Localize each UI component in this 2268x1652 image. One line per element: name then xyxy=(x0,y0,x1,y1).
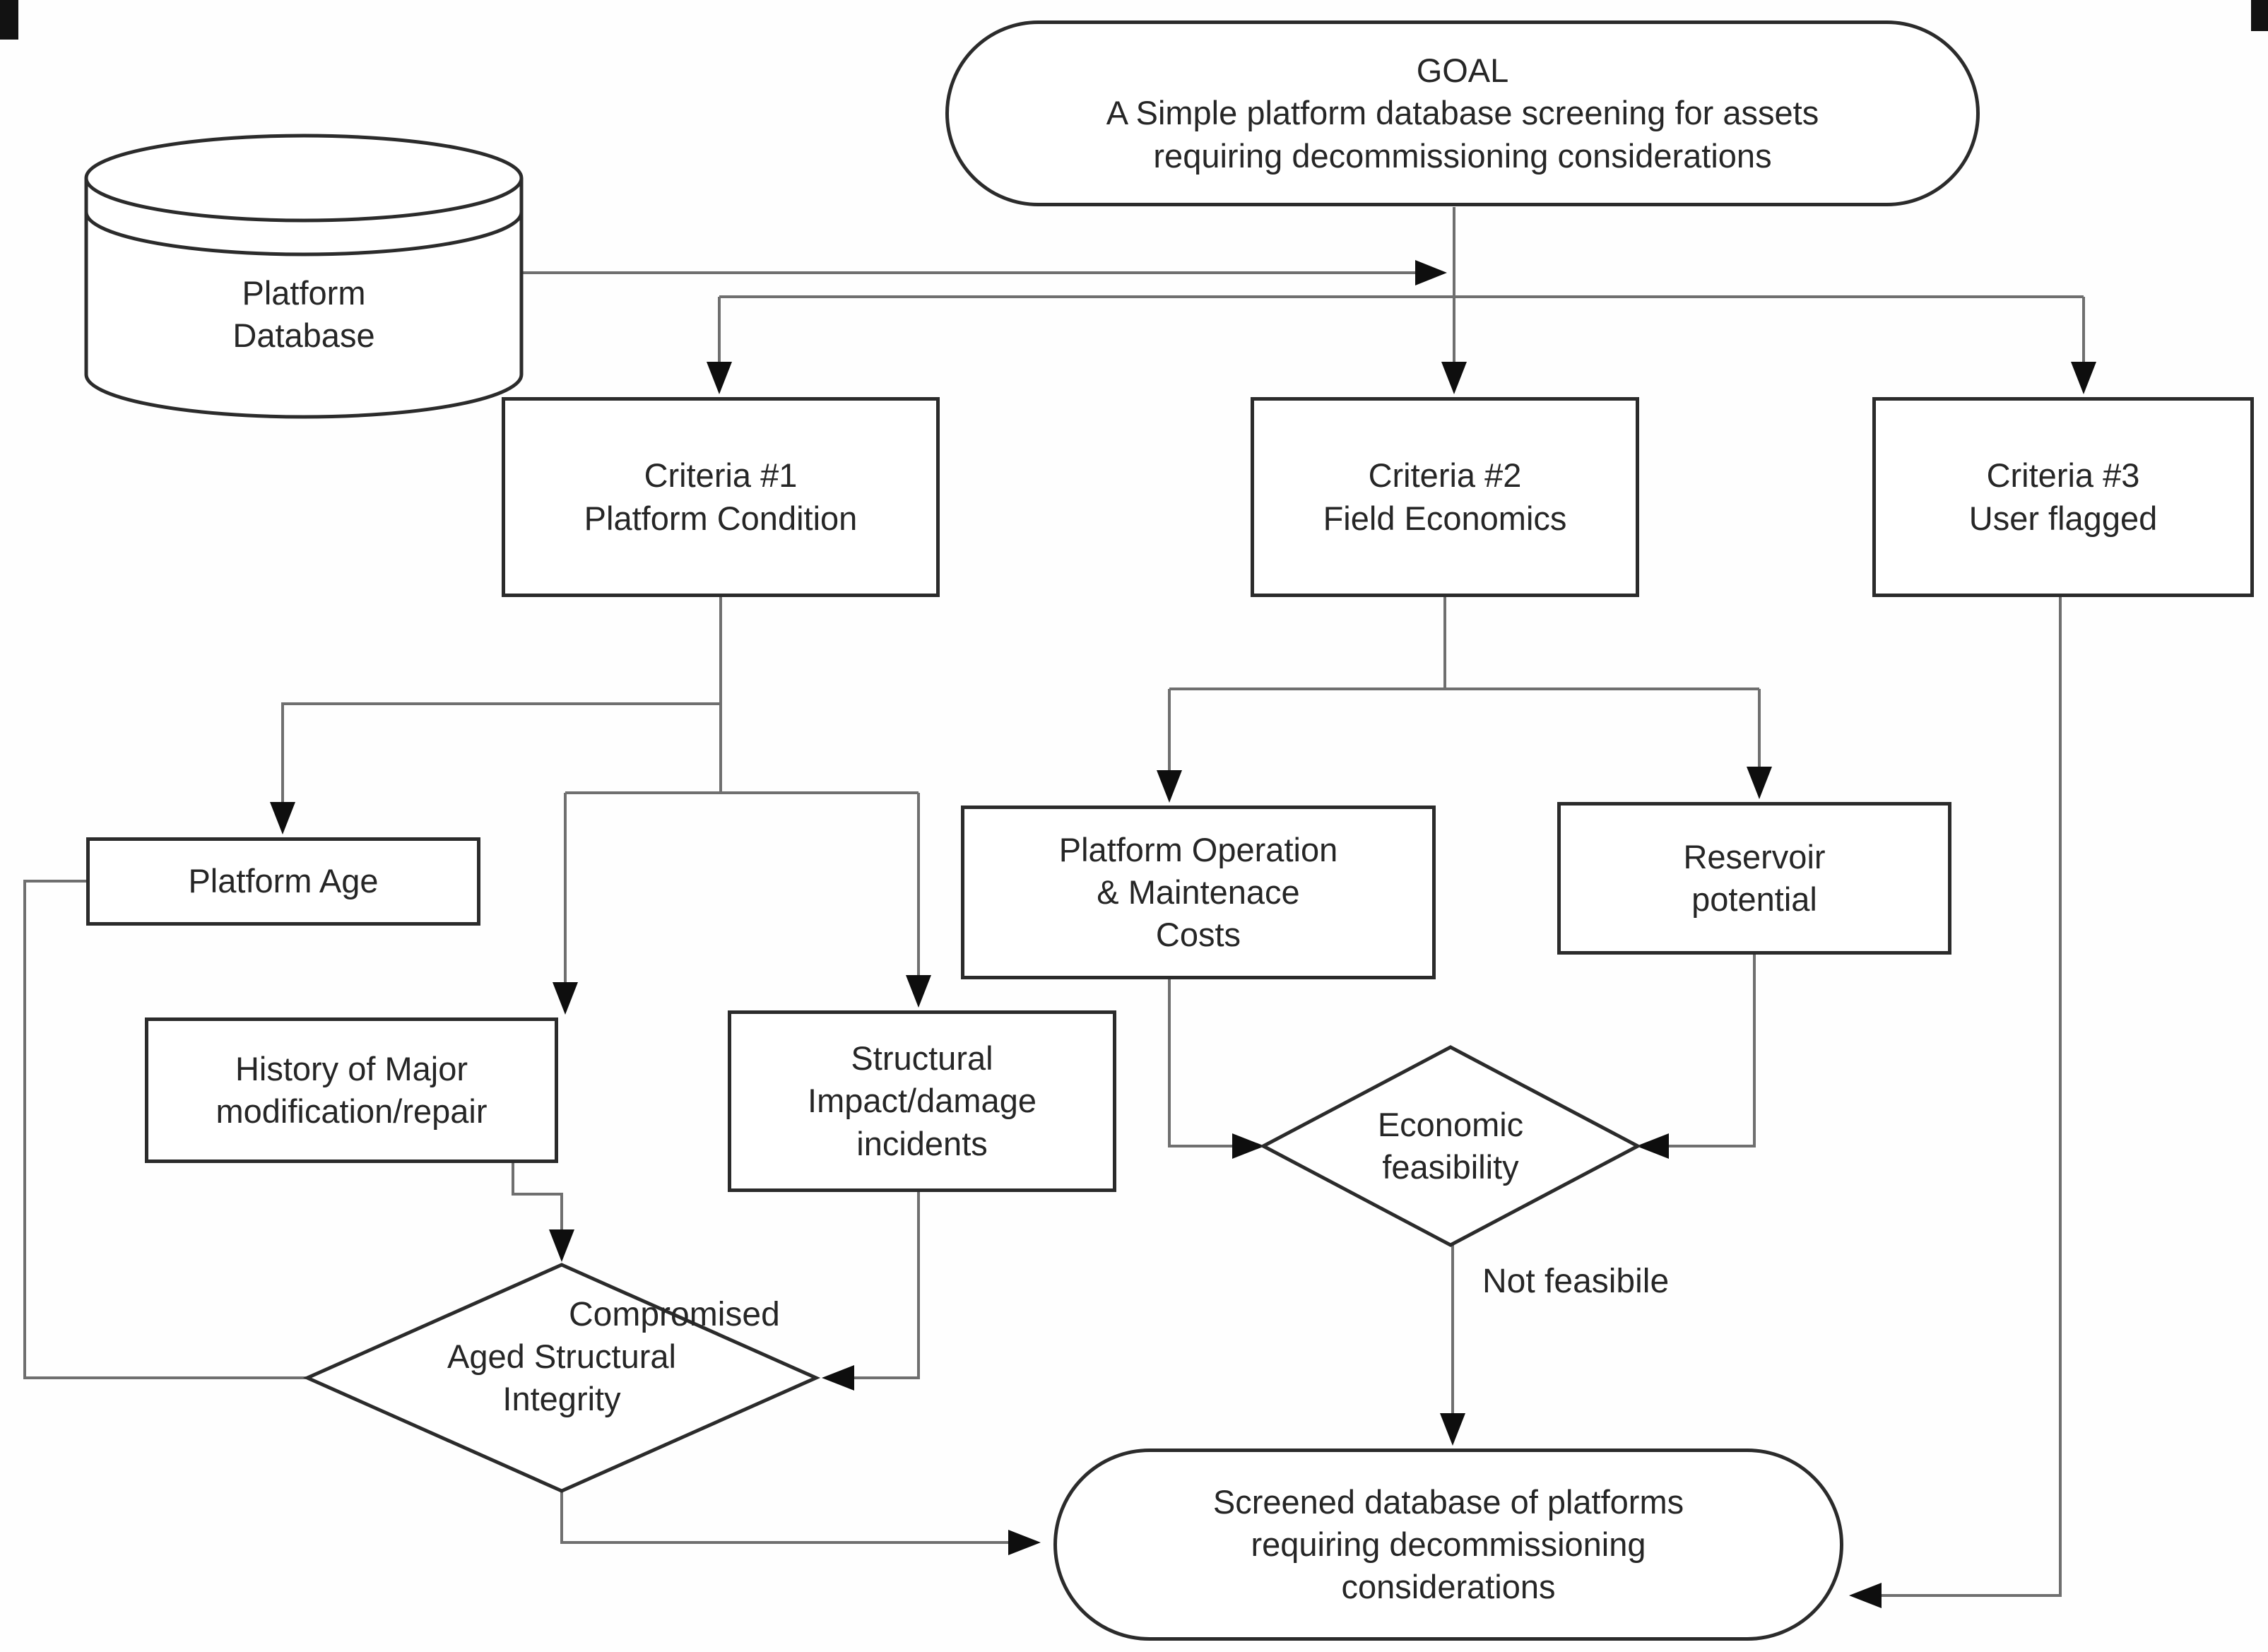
arrow-into-reservoir xyxy=(1747,767,1772,799)
edge-criteria3-to-screened xyxy=(1882,597,2062,1597)
screened-line-1: Screened database of platforms xyxy=(1212,1482,1684,1521)
operation-maintenance-costs-box: Platform Operation & Maintenace Costs xyxy=(961,806,1436,979)
database-line-2: Database xyxy=(232,317,375,354)
criteria-1-subtitle: Platform Condition xyxy=(584,499,858,537)
criteria-2-box: Criteria #2 Field Economics xyxy=(1251,397,1639,597)
arrow-into-criteria1 xyxy=(707,362,732,394)
arrow-into-platform-age xyxy=(270,802,295,834)
arrow-into-structural xyxy=(906,975,931,1008)
reservoir-line-2: potential xyxy=(1691,880,1817,918)
arrow-into-aged-right-tip xyxy=(822,1365,854,1391)
platform-age-label: Platform Age xyxy=(188,862,379,900)
goal-line-1: A Simple platform database screening for… xyxy=(1106,94,1819,132)
edge-reservoir-to-econ-diamond xyxy=(1669,955,1756,1147)
arrow-into-history xyxy=(553,982,578,1015)
pom-line-3: Costs xyxy=(1155,916,1241,954)
history-modification-box: History of Major modification/repair xyxy=(145,1017,558,1163)
criteria-2-title: Criteria #2 xyxy=(1368,456,1522,495)
history-line-2: modification/repair xyxy=(215,1092,488,1130)
reservoir-potential-box: Reservoir potential xyxy=(1557,802,1951,955)
screened-database-terminator: Screened database of platforms requiring… xyxy=(1053,1449,1843,1641)
arrow-into-screened-right xyxy=(1849,1583,1882,1608)
aged-structural-integrity-diamond xyxy=(302,1263,821,1493)
screened-line-3: considerations xyxy=(1341,1568,1556,1606)
structural-line-3: incidents xyxy=(856,1124,988,1162)
criteria-1-title: Criteria #1 xyxy=(644,456,798,495)
arrow-into-screened-top xyxy=(1440,1413,1465,1446)
edge-history-to-aged-diamond xyxy=(512,1163,563,1229)
edge-criteria1-to-platform-age xyxy=(281,702,721,802)
economic-feasibility-label: Economic feasibility xyxy=(1274,1090,1627,1203)
structural-line-2: Impact/damage xyxy=(808,1082,1036,1120)
structural-incidents-box: Structural Impact/damage incidents xyxy=(728,1010,1116,1192)
edge-compromised-to-screened xyxy=(560,1491,1008,1544)
aged-line-2: Integrity xyxy=(502,1380,621,1417)
criteria-1-box: Criteria #1 Platform Condition xyxy=(502,397,940,597)
reservoir-line-1: Reservoir xyxy=(1683,837,1826,875)
arrow-into-pom-costs xyxy=(1157,770,1182,803)
arrow-into-criteria3 xyxy=(2071,362,2096,394)
arrow-into-econ-left-tip xyxy=(1232,1133,1265,1159)
edge-pom-costs-to-econ-diamond xyxy=(1168,979,1232,1147)
scan-artifact-top-right xyxy=(2251,0,2268,31)
criteria-3-subtitle: User flagged xyxy=(1968,499,2158,537)
compromised-edge-label: Compromised xyxy=(569,1296,780,1333)
arrow-into-aged-top-tip xyxy=(549,1229,574,1262)
edge-platform-age-to-aged-diamond xyxy=(23,880,343,1379)
arrow-into-econ-right-tip xyxy=(1636,1133,1669,1159)
platform-age-box: Platform Age xyxy=(86,837,480,926)
aged-structural-integrity-label: Aged Structural Integrity xyxy=(350,1320,774,1436)
econ-line-1: Economic xyxy=(1377,1105,1524,1143)
structural-line-1: Structural xyxy=(851,1039,993,1078)
econ-line-2: feasibility xyxy=(1382,1148,1519,1186)
aged-line-1: Aged Structural xyxy=(447,1337,676,1375)
database-cylinder-icon xyxy=(84,134,524,419)
database-line-1: Platform xyxy=(242,273,366,312)
criteria-3-title: Criteria #3 xyxy=(1986,456,2140,495)
edge-structural-to-aged-diamond xyxy=(854,1192,920,1379)
platform-database-label: Platform Database xyxy=(86,254,521,374)
scan-artifact-top-left xyxy=(0,0,18,40)
arrow-into-criteria2 xyxy=(1441,362,1467,394)
criteria-3-box: Criteria #3 User flagged xyxy=(1872,397,2254,597)
pom-line-1: Platform Operation xyxy=(1058,830,1338,868)
pom-line-2: & Maintenace xyxy=(1097,873,1300,911)
goal-title: GOAL xyxy=(1416,52,1509,90)
goal-terminator: GOAL A Simple platform database screenin… xyxy=(945,20,1980,206)
economic-feasibility-diamond xyxy=(1259,1045,1642,1247)
screened-line-2: requiring decommissioning xyxy=(1251,1525,1646,1563)
goal-line-2: requiring decommissioning considerations xyxy=(1153,136,1772,175)
criteria-2-subtitle: Field Economics xyxy=(1323,499,1567,537)
arrow-database-junction xyxy=(1415,260,1447,285)
not-feasible-edge-label: Not feasibile xyxy=(1482,1263,1670,1300)
arrow-into-screened-left xyxy=(1008,1530,1041,1555)
history-line-1: History of Major xyxy=(235,1049,468,1087)
arrowheads xyxy=(270,260,2096,1608)
